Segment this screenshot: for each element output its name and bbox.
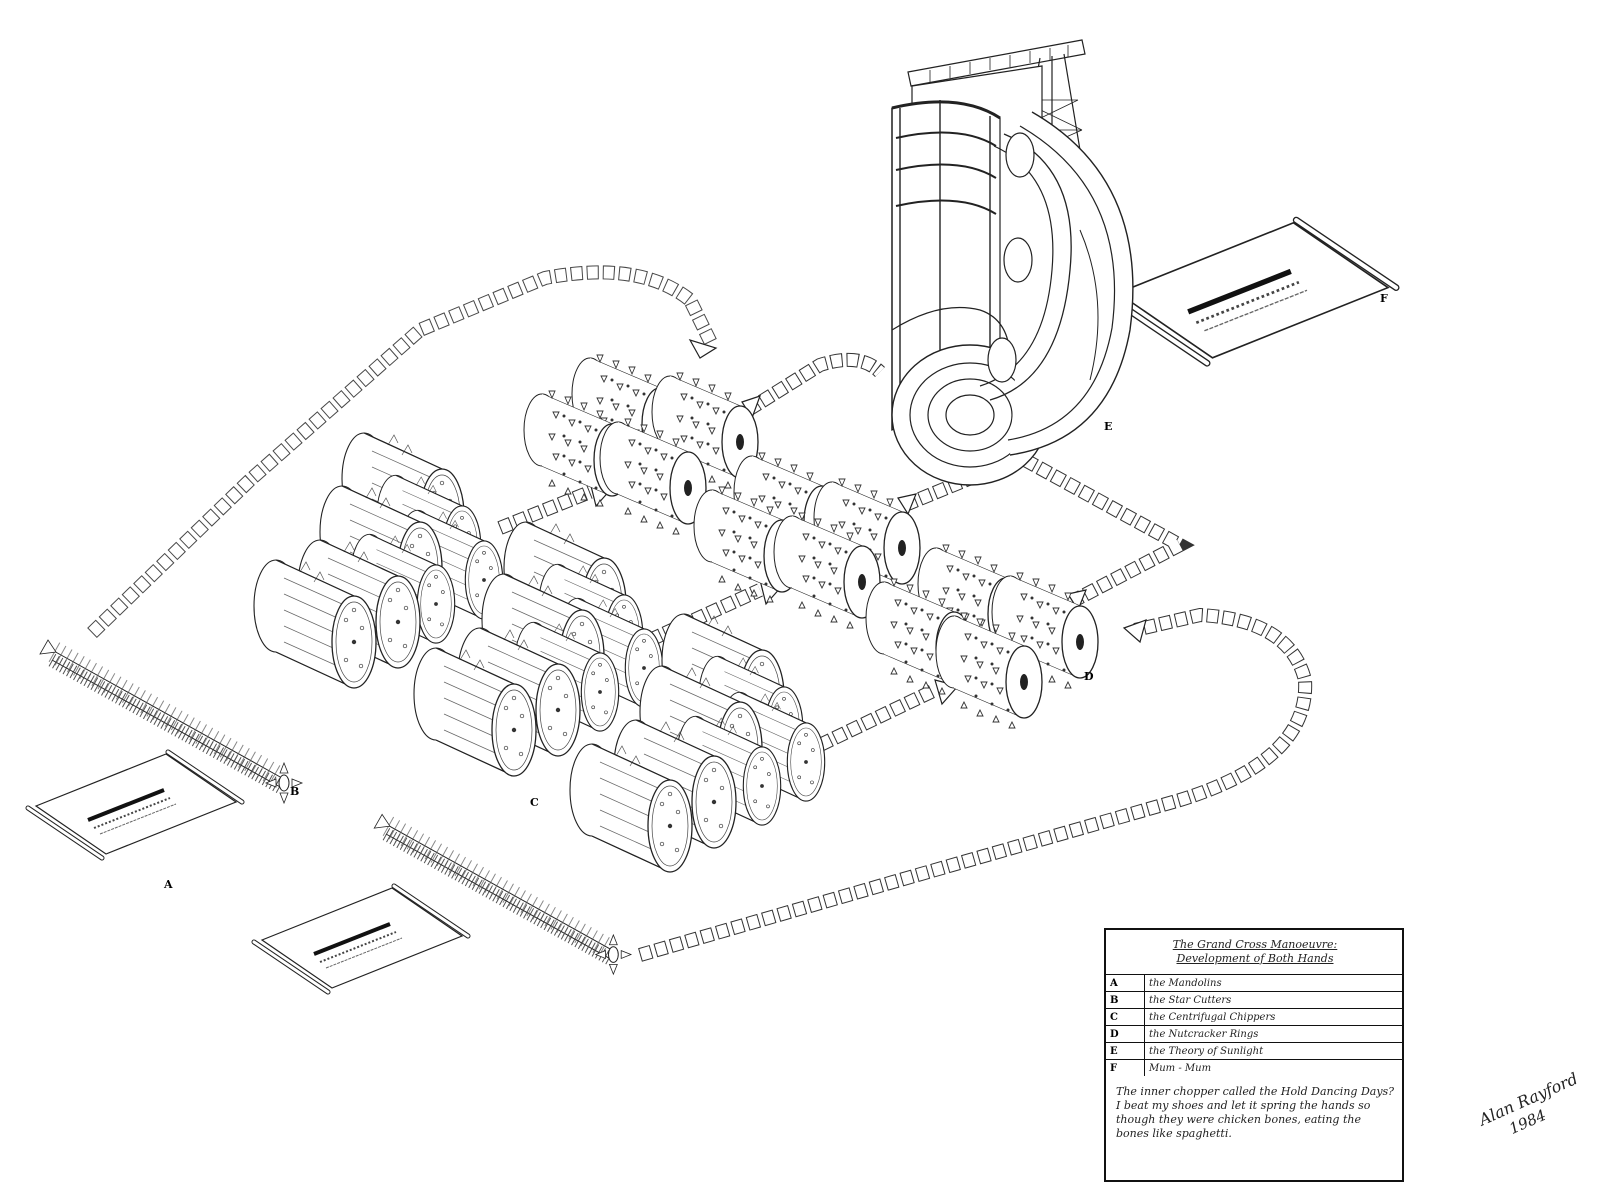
legend-note: The inner chopper called the Hold Dancin… <box>1116 1085 1395 1140</box>
label-b: B <box>290 785 299 798</box>
mandolin-board-a <box>28 752 242 858</box>
legend-text: the Star Cutters <box>1144 991 1402 1009</box>
legend-text: the Theory of Sunlight <box>1144 1042 1402 1060</box>
legend-text: the Mandolins <box>1144 974 1402 992</box>
label-c: C <box>530 796 539 809</box>
legend-title-line-1: The Grand Cross Manoeuvre: <box>1172 938 1338 951</box>
legend-text: the Centrifugal Chippers <box>1144 1008 1402 1026</box>
legend-title-line-2: Development of Both Hands <box>1176 952 1334 965</box>
legend-text: Mum - Mum <box>1144 1059 1402 1076</box>
label-d: D <box>1084 670 1094 683</box>
legend-key: F <box>1106 1059 1145 1076</box>
legend-title: The Grand Cross Manoeuvre: Development o… <box>1120 938 1390 966</box>
legend-key: A <box>1106 974 1145 992</box>
legend-box: The Grand Cross Manoeuvre: Development o… <box>1104 928 1404 1182</box>
legend-key: B <box>1106 991 1145 1009</box>
legend-key: D <box>1106 1025 1145 1043</box>
legend-text: the Nutcracker Rings <box>1144 1025 1402 1043</box>
sunlight-structure-e <box>891 39 1134 486</box>
legend-key: E <box>1106 1042 1145 1060</box>
label-f: F <box>1380 292 1388 305</box>
label-a: A <box>163 878 173 891</box>
mandolin-board-lower <box>254 886 468 992</box>
label-e: E <box>1104 420 1112 433</box>
legend-key: C <box>1106 1008 1145 1026</box>
mandolin-board-f <box>1107 220 1396 363</box>
